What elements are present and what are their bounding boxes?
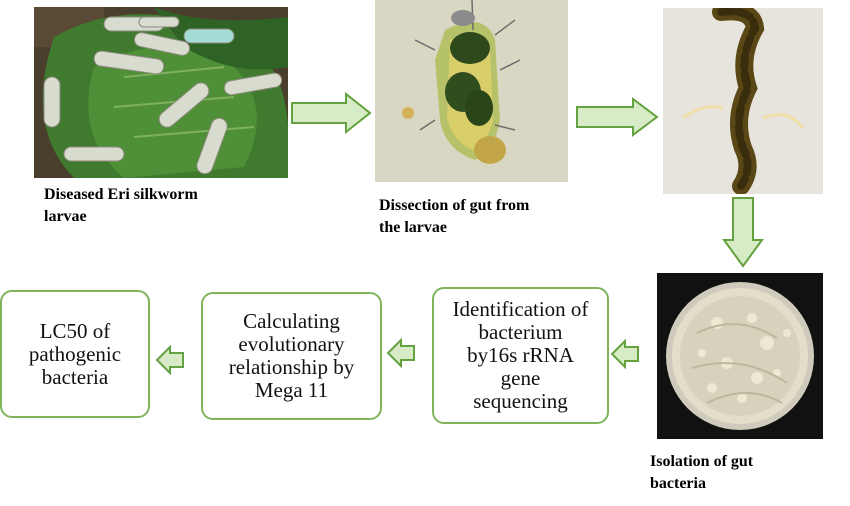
gut-dissection-photo	[375, 0, 568, 182]
lc50-step-box: LC50 of pathogenic bacteria	[0, 290, 150, 418]
arrow-left-icon	[610, 339, 640, 369]
box-line: pathogenic	[28, 341, 122, 366]
box-line: evolutionary	[238, 332, 345, 356]
box-line: by16s rRNA	[467, 343, 574, 367]
box-line: Mega 11	[254, 378, 329, 402]
caption-line: the larvae	[379, 219, 447, 236]
identification-step-box: Identification of bacterium by16s rRNA g…	[432, 287, 609, 424]
box-line: Identification of	[452, 297, 589, 321]
arrow-left-icon	[155, 345, 185, 375]
box-line: gene	[500, 366, 541, 390]
arrow-down-icon	[722, 196, 764, 268]
caption-line: larvae	[44, 208, 87, 225]
calculating-step-box: Calculating evolutionary relationship by…	[201, 292, 382, 420]
caption-isolation: Isolation of gut bacteria	[650, 451, 753, 495]
box-line: bacteria	[41, 364, 109, 389]
arrow-right-icon	[575, 97, 659, 137]
arrow-left-icon	[386, 338, 416, 368]
caption-line: bacteria	[650, 475, 706, 492]
box-line: sequencing	[473, 389, 568, 413]
caption-line: Diseased Eri silkworm	[44, 186, 198, 203]
caption-diseased-larvae: Diseased Eri silkworm larvae	[44, 184, 198, 228]
caption-line: Isolation of gut	[650, 453, 754, 470]
box-line: relationship by	[228, 355, 355, 379]
silkworm-larvae-photo	[34, 7, 288, 178]
box-line: Calculating	[243, 309, 340, 333]
caption-dissection: Dissection of gut from the larvae	[379, 195, 529, 239]
box-line: bacterium	[478, 320, 563, 344]
caption-line: Dissection of gut from	[379, 197, 530, 214]
arrow-right-icon	[290, 92, 372, 134]
extracted-gut-photo	[663, 8, 823, 194]
box-line: LC50 of	[39, 318, 111, 343]
petri-dish-culture-photo	[657, 273, 823, 439]
